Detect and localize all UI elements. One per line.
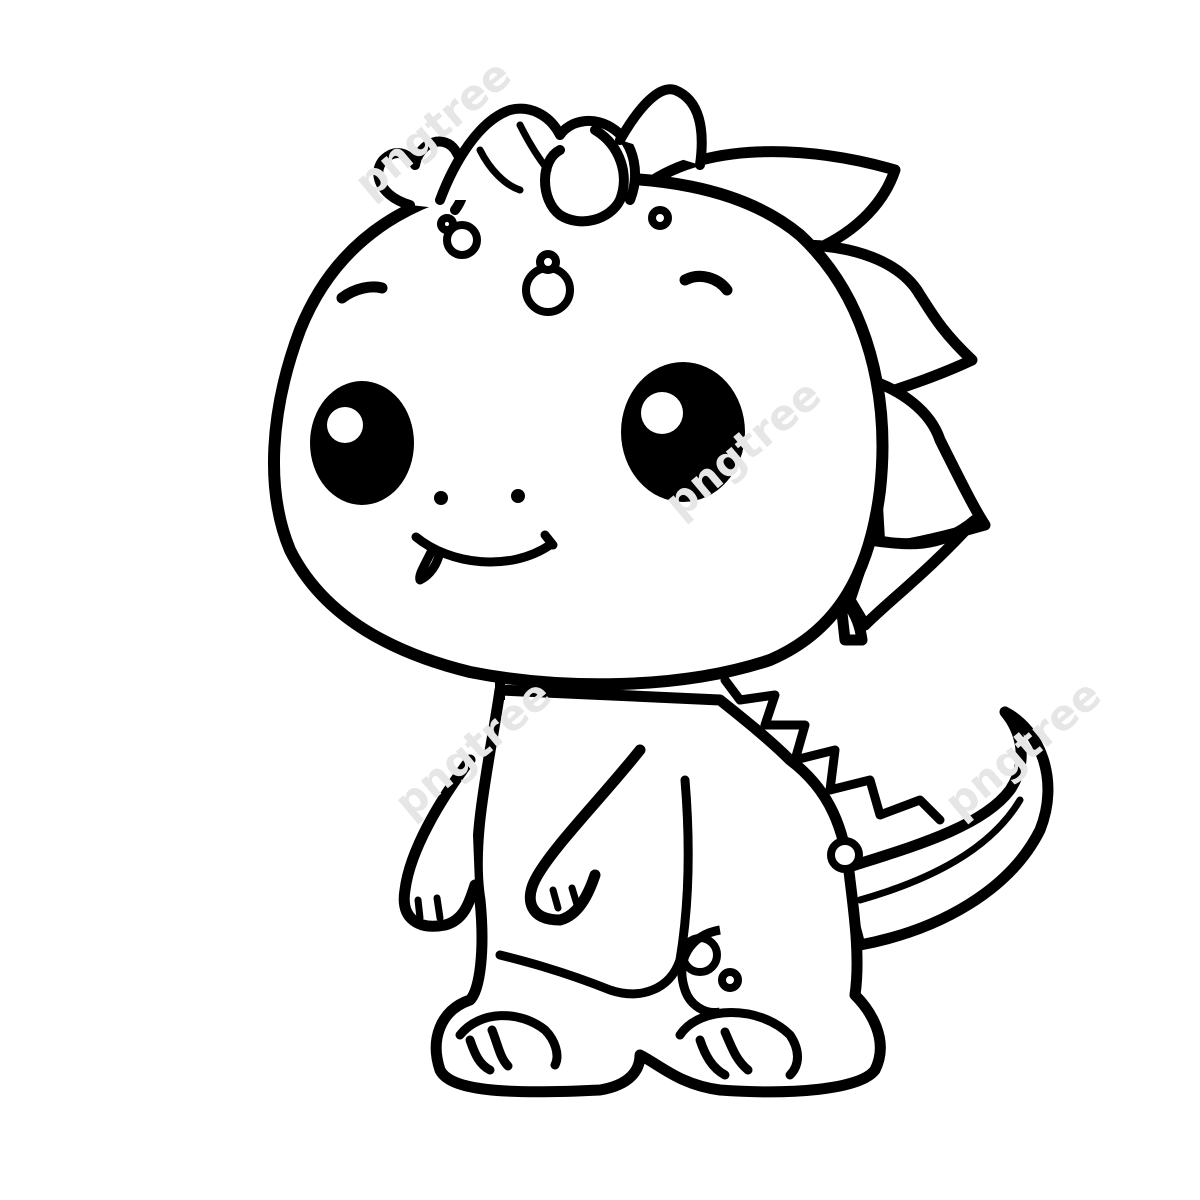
smile-end-right	[540, 530, 558, 550]
right-eye-highlight	[641, 392, 683, 434]
crest-inner-1	[476, 146, 524, 194]
left-eyebrow	[336, 281, 388, 304]
leg-curve	[677, 925, 721, 1018]
smile	[411, 532, 555, 567]
tooth	[415, 545, 445, 585]
spot-center	[522, 264, 574, 316]
eyebrows	[336, 270, 733, 304]
eyes	[310, 362, 745, 505]
spot-right	[648, 206, 672, 230]
crest-inner-2	[516, 121, 552, 174]
crest-right	[615, 84, 707, 170]
crest-front	[540, 125, 629, 227]
right-eyebrow	[679, 270, 733, 296]
left-foot-toe-2	[487, 1025, 513, 1071]
left-arm-outline	[398, 754, 481, 932]
left-eye	[310, 381, 414, 505]
tail	[834, 706, 1054, 951]
left-eye-highlight	[327, 407, 363, 443]
body-spot-large	[827, 837, 863, 873]
left-foot-toe-1	[465, 1035, 495, 1075]
dorsal-zigzag	[720, 675, 945, 825]
spot-left-small	[437, 214, 457, 234]
body-spots	[677, 837, 863, 1018]
left-foot-line	[455, 1011, 562, 1070]
left-nostril	[434, 491, 448, 505]
right-claw-1	[549, 886, 562, 912]
tail-inner-line	[856, 796, 1024, 904]
belly-line	[495, 775, 693, 999]
nostrils	[434, 489, 525, 505]
body-spot-small	[718, 968, 742, 992]
right-arm	[524, 744, 646, 926]
forehead-spots	[437, 206, 672, 316]
spike-lower	[844, 514, 981, 631]
right-nostril	[511, 489, 525, 503]
left-claw-1	[414, 896, 424, 922]
spot-center-small	[536, 250, 560, 274]
feet	[455, 1008, 802, 1080]
left-claw-2	[433, 894, 444, 922]
right-foot-toe-1	[695, 1035, 730, 1080]
spot-left	[443, 221, 481, 259]
mouth	[411, 530, 558, 585]
right-foot-line	[675, 1008, 802, 1080]
left-arm	[398, 754, 481, 932]
head-crest	[373, 84, 707, 227]
right-claw-2	[568, 884, 582, 912]
back-spikes	[634, 146, 991, 646]
right-foot-toe-2	[720, 1027, 753, 1075]
